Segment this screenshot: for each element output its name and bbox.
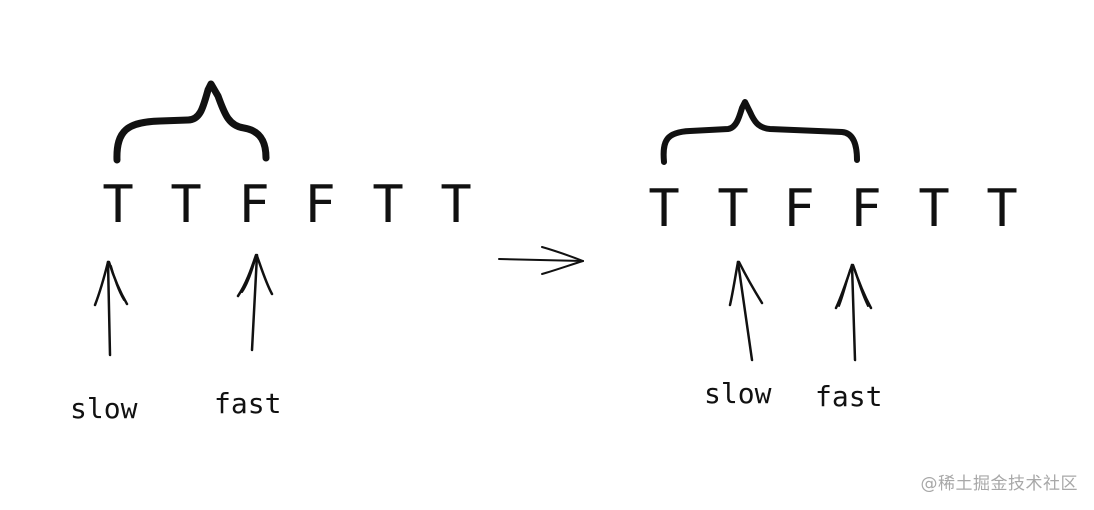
letter-before-5: T [372,175,403,235]
letter-after-1: T [648,179,679,239]
fast-label-before: fast [214,387,281,420]
slow-pointer-arrow-after [728,260,764,362]
after-state: T T F F T T slow fast [648,99,1018,413]
letter-after-3: F [783,179,814,239]
letter-before-3: F [238,175,269,235]
letter-after-5: T [918,179,949,239]
letter-after-6: T [986,179,1017,239]
fast-pointer-arrow-after [834,263,873,362]
letter-before-1: T [102,175,133,235]
letter-before-6: T [440,175,471,235]
slow-label-before: slow [70,392,138,425]
before-state: T T F F T T slow fast [70,80,472,425]
window-brace-before [113,80,270,164]
slow-label-after: slow [704,377,772,410]
letter-before-2: T [170,175,201,235]
fast-label-after: fast [815,380,882,413]
slow-pointer-arrow-before [93,260,129,357]
letter-after-2: T [717,179,748,239]
transition-arrow [498,246,584,275]
watermark: @稀土掘金技术社区 [920,474,1078,494]
letter-before-4: F [304,175,335,235]
letter-after-4: F [850,179,881,239]
fast-pointer-arrow-before [236,253,274,352]
window-brace-after [660,99,860,165]
